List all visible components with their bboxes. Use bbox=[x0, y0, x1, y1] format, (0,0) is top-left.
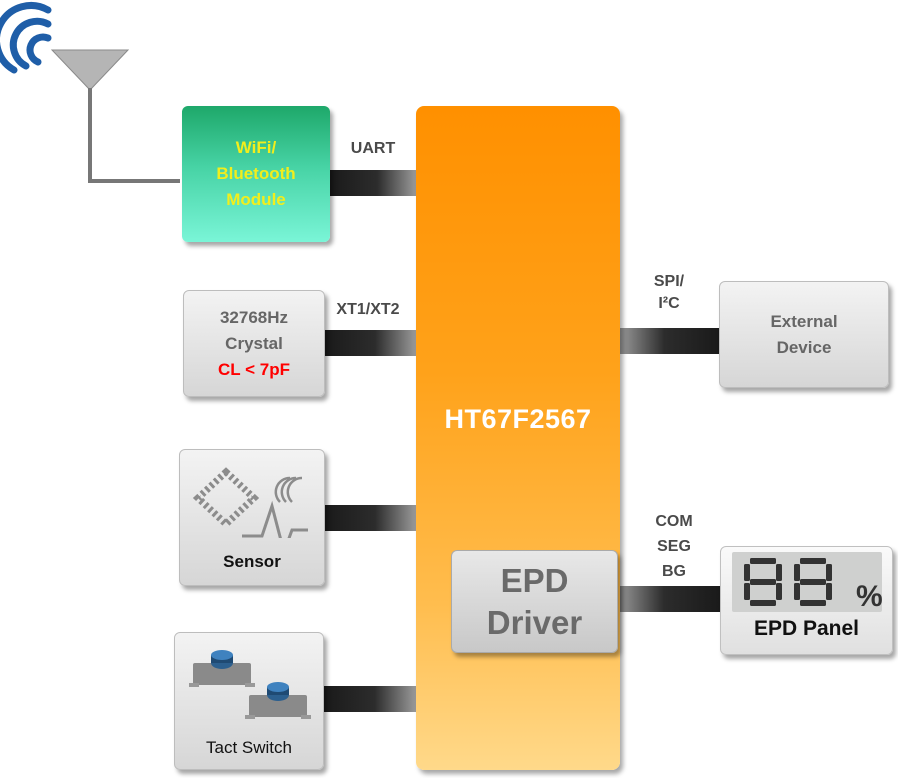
sensor-label: Sensor bbox=[223, 552, 281, 571]
external-device-line2: Device bbox=[776, 337, 832, 357]
tact-bus bbox=[324, 686, 416, 712]
epd-bus bbox=[618, 586, 720, 612]
epd-panel-block: % EPD Panel bbox=[720, 546, 893, 655]
xt-bus bbox=[325, 330, 416, 356]
digit-1-segment-5 bbox=[794, 583, 800, 600]
antenna-icon bbox=[0, 2, 180, 183]
wifi-line1: WiFi/ bbox=[235, 138, 277, 157]
epd-panel-label: EPD Panel bbox=[753, 617, 860, 640]
antenna-triangle bbox=[50, 49, 130, 91]
wifi-line2: Bluetooth bbox=[216, 164, 296, 183]
crystal-label: Crystal bbox=[225, 333, 283, 353]
sensor-icon bbox=[192, 467, 308, 538]
uart-bus bbox=[330, 170, 416, 196]
display-percent-symbol: % bbox=[856, 580, 882, 612]
xt-label: XT1/XT2 bbox=[336, 301, 400, 318]
epd-display: % bbox=[732, 552, 883, 613]
external-device-line1: External bbox=[770, 311, 838, 331]
seven-segment-display: % bbox=[744, 558, 883, 613]
crystal-frequency: 32768Hz bbox=[219, 307, 289, 327]
epd-driver-line2: Driver bbox=[486, 603, 583, 641]
wireless-signal-icon bbox=[0, 2, 52, 74]
spi-label-line1: SPI/ bbox=[653, 273, 685, 290]
digit-1-segment-4 bbox=[826, 564, 832, 581]
digit-0-segment-0 bbox=[750, 558, 776, 564]
digit-0-segment-1 bbox=[750, 579, 776, 585]
epd-bus-label: COM SEG BG bbox=[640, 509, 708, 584]
sensor-block: Sensor bbox=[179, 449, 325, 586]
spi-label-line2: I²C bbox=[658, 295, 680, 312]
epd-driver-block: EPD Driver bbox=[451, 550, 618, 653]
digit-0-segment-6 bbox=[776, 583, 782, 600]
tact-switch-icon bbox=[189, 650, 311, 719]
spi-label: SPI/ I²C bbox=[640, 271, 698, 315]
com-label: COM bbox=[655, 513, 693, 530]
tact-switch-block: Tact Switch bbox=[174, 632, 324, 770]
tact-switch-label: Tact Switch bbox=[206, 738, 292, 757]
mcu-label: HT67F2567 bbox=[444, 404, 592, 434]
digit-0-segment-5 bbox=[744, 583, 750, 600]
antenna-wire bbox=[88, 88, 180, 183]
digit-0-segment-2 bbox=[750, 600, 776, 606]
epd-driver-line1: EPD bbox=[500, 561, 569, 599]
bg-label: BG bbox=[662, 563, 686, 580]
digit-1-segment-3 bbox=[794, 564, 800, 581]
digit-0-segment-4 bbox=[776, 564, 782, 581]
digit-0-segment-3 bbox=[744, 564, 750, 581]
digit-segments bbox=[744, 558, 832, 606]
digit-1-segment-0 bbox=[800, 558, 826, 564]
wifi-line3: Module bbox=[226, 190, 286, 209]
digit-1-segment-6 bbox=[826, 583, 832, 600]
seg-label: SEG bbox=[657, 538, 691, 555]
mcu-block bbox=[416, 106, 620, 770]
external-device-block: External Device bbox=[719, 281, 889, 388]
sensor-bus bbox=[325, 505, 416, 531]
crystal-load-capacitance: CL < 7pF bbox=[218, 359, 290, 379]
wifi-bluetooth-module: WiFi/ Bluetooth Module bbox=[182, 106, 330, 242]
digit-1-segment-1 bbox=[800, 579, 826, 585]
crystal-block: 32768Hz Crystal CL < 7pF bbox=[183, 290, 325, 397]
uart-label: UART bbox=[350, 140, 396, 157]
digit-1-segment-2 bbox=[800, 600, 826, 606]
spi-bus bbox=[620, 328, 719, 354]
